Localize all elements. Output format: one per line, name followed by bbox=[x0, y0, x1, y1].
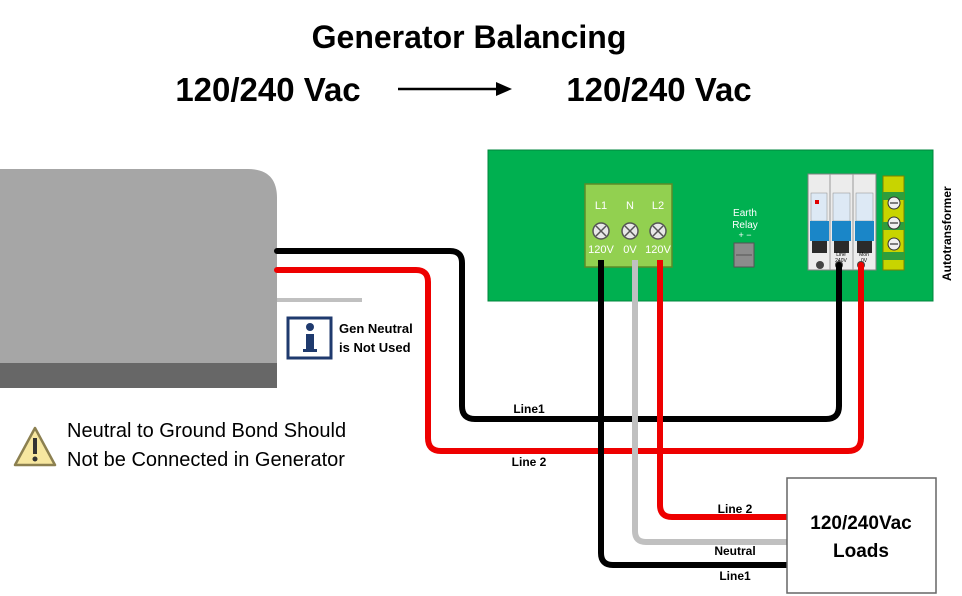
wires bbox=[274, 235, 864, 568]
diagram-title: Generator Balancing bbox=[312, 19, 627, 55]
warning-note-line2: Not be Connected in Generator bbox=[67, 449, 345, 471]
gen-line2-label: Line 2 bbox=[512, 455, 547, 469]
breaker-neutral-voltage: 0V bbox=[861, 258, 868, 264]
load-neutral-label: Neutral bbox=[714, 544, 755, 558]
breaker-line-label: Line bbox=[836, 252, 846, 258]
terminal-label-l2: L2 bbox=[652, 200, 664, 212]
circuit-breakers: Line 240V Mon 0V bbox=[807, 173, 877, 271]
earth-relay: Earth Relay + − bbox=[732, 208, 758, 268]
earth-relay-label-1: Earth bbox=[733, 208, 757, 219]
breaker-toggle-icon bbox=[832, 221, 851, 241]
loads-voltage: 120/240Vac bbox=[810, 513, 912, 534]
loads-box: 120/240Vac Loads bbox=[786, 477, 937, 594]
terminal-screw-icon bbox=[649, 222, 667, 240]
earth-relay-label-2: Relay bbox=[732, 220, 758, 231]
info-note-line2: is Not Used bbox=[339, 340, 411, 355]
input-voltage: 120/240 Vac bbox=[175, 71, 360, 108]
generator-body bbox=[0, 169, 277, 363]
terminal-voltage-l2: 120V bbox=[645, 244, 671, 256]
load-line2-wire bbox=[657, 235, 790, 520]
autotransformer-label: Autotransformer bbox=[940, 186, 954, 281]
output-voltage: 120/240 Vac bbox=[566, 71, 751, 108]
load-line1-wire bbox=[598, 235, 790, 568]
generator-base bbox=[0, 363, 277, 388]
right-arrow-icon bbox=[398, 82, 512, 96]
load-line2-label: Line 2 bbox=[718, 502, 753, 516]
terminal-screw-icon bbox=[592, 222, 610, 240]
terminal-voltage-n: 0V bbox=[623, 244, 637, 256]
load-line1-label: Line1 bbox=[719, 569, 751, 583]
autotransformer-board: L1 N L2 120V 0V 120V Eart bbox=[487, 149, 934, 308]
breaker-toggle-icon bbox=[810, 221, 829, 241]
terminal-block: L1 N L2 120V 0V 120V bbox=[584, 183, 673, 268]
breaker-line-voltage: 240V bbox=[835, 258, 847, 264]
earth-terminal-strip bbox=[882, 175, 905, 271]
gen-line2-wire bbox=[274, 267, 864, 454]
warning-icon bbox=[13, 426, 57, 467]
gen-line1-label: Line1 bbox=[513, 402, 545, 416]
terminal-screw-icon bbox=[621, 222, 639, 240]
breaker-toggle-icon bbox=[855, 221, 874, 241]
terminal-label-l1: L1 bbox=[595, 200, 607, 212]
load-neutral-wire bbox=[632, 235, 790, 545]
warning-note-line1: Neutral to Ground Bond Should bbox=[67, 420, 346, 442]
loads-label: Loads bbox=[833, 541, 889, 562]
warning-note: Neutral to Ground Bond Should Not be Con… bbox=[13, 420, 346, 471]
info-note-line1: Gen Neutral bbox=[339, 321, 413, 336]
terminal-label-n: N bbox=[626, 200, 634, 212]
info-icon bbox=[286, 316, 333, 360]
breaker-terminal-icon bbox=[816, 261, 824, 269]
terminal-voltage-l1: 120V bbox=[588, 244, 614, 256]
info-note: Gen Neutral is Not Used bbox=[286, 316, 413, 360]
earth-relay-polarity: + − bbox=[738, 230, 751, 240]
breaker-neutral-label: Mon bbox=[859, 252, 869, 258]
generator bbox=[0, 169, 277, 388]
gen-line1-wire bbox=[274, 248, 842, 422]
